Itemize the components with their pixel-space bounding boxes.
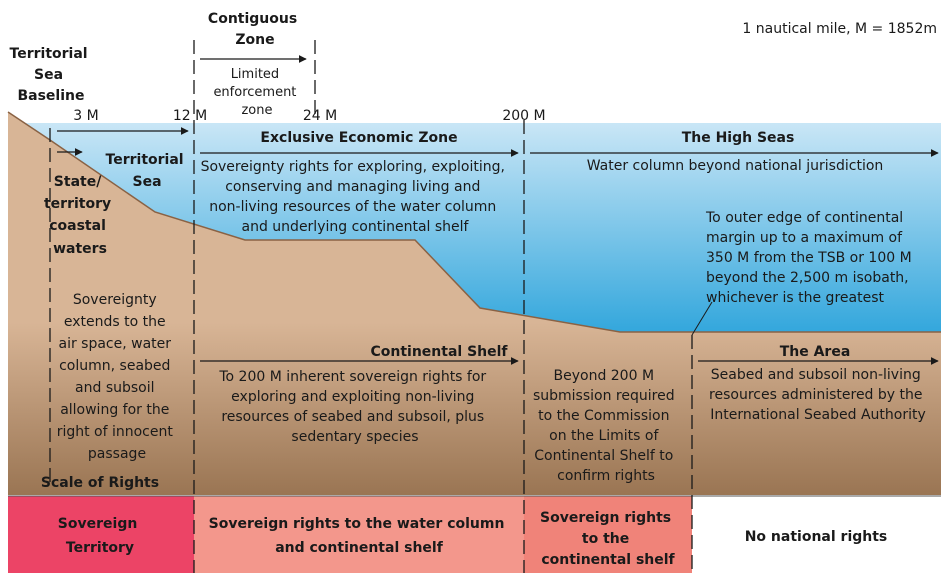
limited-enforcement-label: Limited enforcement zone [213, 67, 300, 118]
rights-sovereign-label: Sovereign Territory [58, 516, 142, 556]
rights-shelf-only-label: Sovereign rights to the continental shel… [540, 510, 676, 568]
state-waters-label: State/ territory coastal waters [44, 174, 116, 257]
marker-3m: 3 M [73, 108, 98, 124]
outer-edge-pointer [691, 301, 713, 336]
rights-bar-water-shelf [194, 496, 524, 573]
scale-note: 1 nautical mile, M = 1852m [742, 21, 937, 37]
baseline-label: Territorial Sea Baseline [10, 46, 93, 104]
rights-bar-sovereign [8, 496, 194, 573]
high-seas-title: The High Seas [682, 130, 795, 146]
area-title: The Area [780, 344, 851, 360]
eez-title: Exclusive Economic Zone [260, 130, 457, 146]
marker-12m: 12 M [173, 108, 207, 124]
beyond-200m-description: Beyond 200 M submission required to the … [533, 368, 679, 484]
rights-none-label: No national rights [745, 529, 888, 545]
scale-of-rights-label: Scale of Rights [41, 475, 159, 491]
marker-200m: 200 M [502, 108, 545, 124]
area-description: Seabed and subsoil non-living resources … [709, 367, 927, 423]
seabed-land [8, 112, 941, 495]
rights-water-shelf-label: Sovereign rights to the water column and… [209, 516, 510, 556]
territorial-sea-label: Territorial Sea [106, 152, 189, 190]
outer-edge-note: To outer edge of continental margin up t… [705, 210, 916, 306]
rights-bar-shelf-only [524, 496, 692, 573]
continental-shelf-title: Continental Shelf [370, 344, 508, 360]
arrows [57, 55, 939, 365]
continental-shelf-description: To 200 M inherent sovereign rights for e… [218, 369, 490, 445]
marker-24m: 24 M [303, 108, 337, 124]
eez-description: Sovereignty rights for exploring, exploi… [201, 159, 510, 235]
contiguous-zone-label: Contiguous Zone [208, 11, 302, 48]
rights-bar-none [692, 496, 941, 573]
high-seas-description: Water column beyond national jurisdictio… [587, 158, 884, 174]
sovereignty-description: Sovereignty extends to the air space, wa… [57, 292, 178, 462]
boundary-lines [49, 40, 693, 573]
